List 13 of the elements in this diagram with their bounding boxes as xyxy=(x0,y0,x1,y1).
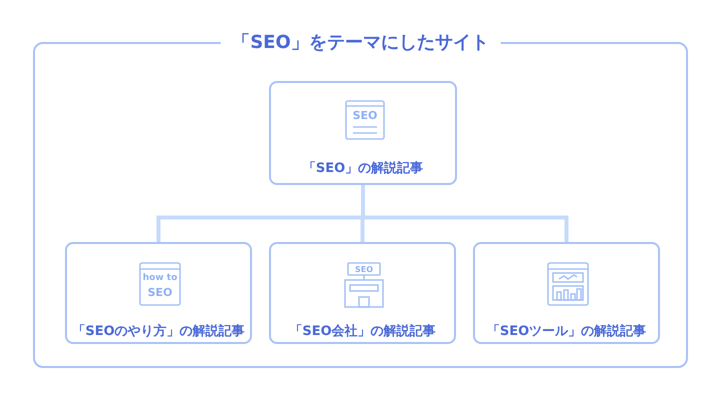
frame-title: 「SEO」をテーマにしたサイト xyxy=(220,30,501,54)
card-title: 「SEOのやり方」の解説記事 xyxy=(71,322,246,340)
article-card xyxy=(65,242,252,344)
icon-text: SEO xyxy=(146,287,174,298)
article-card xyxy=(269,81,457,185)
icon-text: SEO xyxy=(354,266,374,274)
card-title: 「SEO」の解説記事 xyxy=(302,160,424,177)
card-title: 「SEO会社」の解説記事 xyxy=(288,323,437,340)
icon-text: how to xyxy=(142,274,178,283)
article-card xyxy=(269,242,456,344)
card-title: 「SEOツール」の解説記事 xyxy=(486,323,648,340)
article-card xyxy=(473,242,660,344)
icon-text: SEO xyxy=(352,110,378,121)
